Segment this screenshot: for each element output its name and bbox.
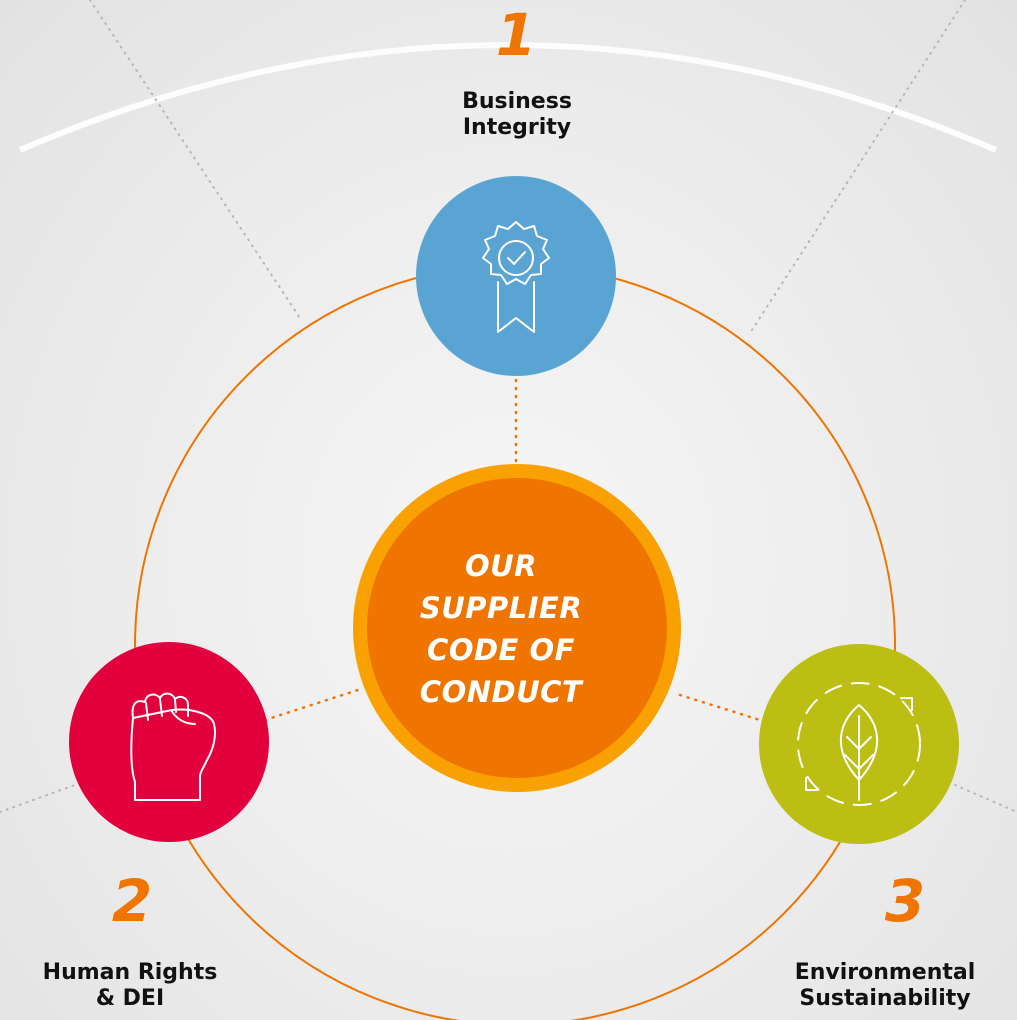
- pillar-3-label: Environmental Sustainability: [760, 960, 1010, 1012]
- pillar-3-label-line-2: Sustainability: [799, 985, 971, 1011]
- radial-dotted-lines: [0, 0, 1017, 813]
- pillar-1-label: Business Integrity: [406, 89, 628, 141]
- pillar-2-circle[interactable]: [69, 642, 269, 842]
- center-title-line-3: CODE OF: [427, 633, 575, 668]
- center-title-line-4: CONDUCT: [419, 675, 583, 710]
- raised-fist-icon: [130, 692, 217, 801]
- pillar-2-label: Human Rights & DEI: [10, 960, 250, 1012]
- pillar-1-label-line-2: Integrity: [462, 114, 572, 140]
- pillar-3-label-line-1: Environmental: [794, 960, 976, 985]
- award-ribbon-icon: [482, 221, 550, 333]
- pillar-2-label-line-1: Human Rights: [42, 960, 218, 985]
- background-arc: [18, 42, 998, 153]
- recycle-leaf-icon: [797, 682, 921, 806]
- center-title-line-1: OUR: [464, 549, 538, 583]
- pillar-2-number: 2: [111, 867, 153, 935]
- connector-lines: [263, 378, 762, 722]
- center-circle: [367, 478, 667, 778]
- center-title-line-2: SUPPLIER: [419, 591, 583, 626]
- pillar-1-label-line-1: Business: [462, 89, 572, 114]
- pillar-2-label-line-2: & DEI: [95, 985, 165, 1011]
- center-title: OUR SUPPLIER CODE OF CONDUCT: [381, 545, 621, 713]
- pillar-3-number: 3: [884, 867, 926, 935]
- pillar-1-number: 1: [495, 1, 537, 69]
